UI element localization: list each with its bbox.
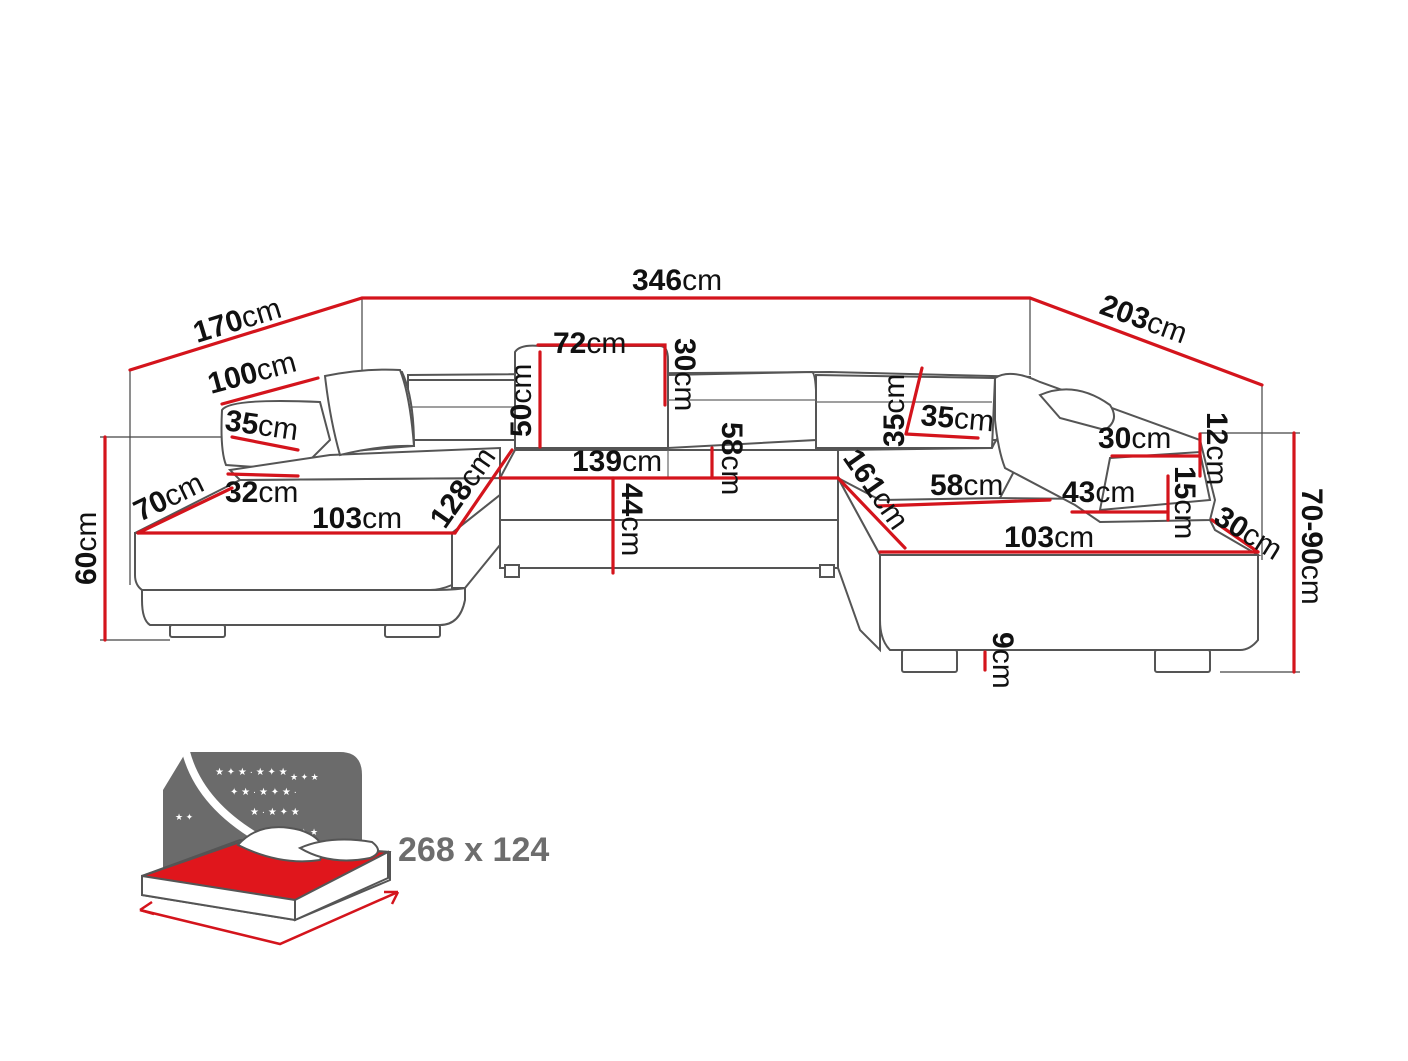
label-right-armrest-width: 30cm	[1098, 422, 1171, 455]
label-backrest-height: 50cm	[505, 364, 538, 437]
label-middle-seat-width: 139cm	[572, 445, 662, 478]
svg-text:✦ ★ · ★ ✦ ★ ·: ✦ ★ · ★ ✦ ★ ·	[230, 787, 297, 798]
bed-function-icon: ★ ✦ ★ · ★ ✦ ★ ✦ ★ · ★ ✦ ★ · ★ · ★ ✦ ★ ★ …	[139, 750, 400, 946]
label-right-height: 70-90cm	[1295, 488, 1328, 605]
label-middle-seat-depth: 58cm	[715, 422, 748, 495]
label-right-back-height: 35cm	[878, 374, 911, 447]
svg-text:★ ✦ ★: ★ ✦ ★	[290, 772, 319, 782]
label-overall-width: 346cm	[632, 264, 722, 297]
label-left-armrest-length: 100cm	[204, 346, 300, 401]
label-right-seat-front: 103cm	[1004, 521, 1094, 554]
label-headrest-width: 72cm	[553, 327, 626, 360]
label-left-armrest-height: 32cm	[225, 476, 298, 509]
label-left-depth: 170cm	[189, 292, 285, 350]
svg-text:★ ✦: ★ ✦	[175, 812, 194, 822]
label-right-back-width: 35cm	[919, 399, 995, 438]
svg-text:✦ ★: ✦ ★	[300, 827, 318, 837]
label-left-seat-front: 103cm	[312, 502, 402, 535]
extension-lines	[100, 298, 1300, 673]
svg-text:★ · ★ ✦ ★: ★ · ★ ✦ ★	[250, 807, 300, 818]
label-headrest-height: 30cm	[668, 338, 701, 411]
label-right-armrest-inner: 43cm	[1062, 476, 1135, 509]
label-left-armrest-width: 35cm	[223, 404, 300, 447]
label-left-height: 60cm	[70, 512, 103, 585]
label-right-armrest-drop: 15cm	[1168, 466, 1201, 539]
bed-size-label: 268 x 124	[398, 831, 549, 869]
label-leg-height: 9cm	[986, 632, 1019, 689]
label-right-seat-depth: 58cm	[930, 469, 1003, 502]
svg-text:★ ✦ ★ · ★ ✦ ★: ★ ✦ ★ · ★ ✦ ★	[215, 767, 288, 778]
label-right-armrest-top: 12cm	[1200, 412, 1233, 485]
label-seat-height: 44cm	[615, 483, 648, 556]
sofa-legs	[169, 564, 1211, 673]
measurement-lines	[103, 296, 1296, 674]
